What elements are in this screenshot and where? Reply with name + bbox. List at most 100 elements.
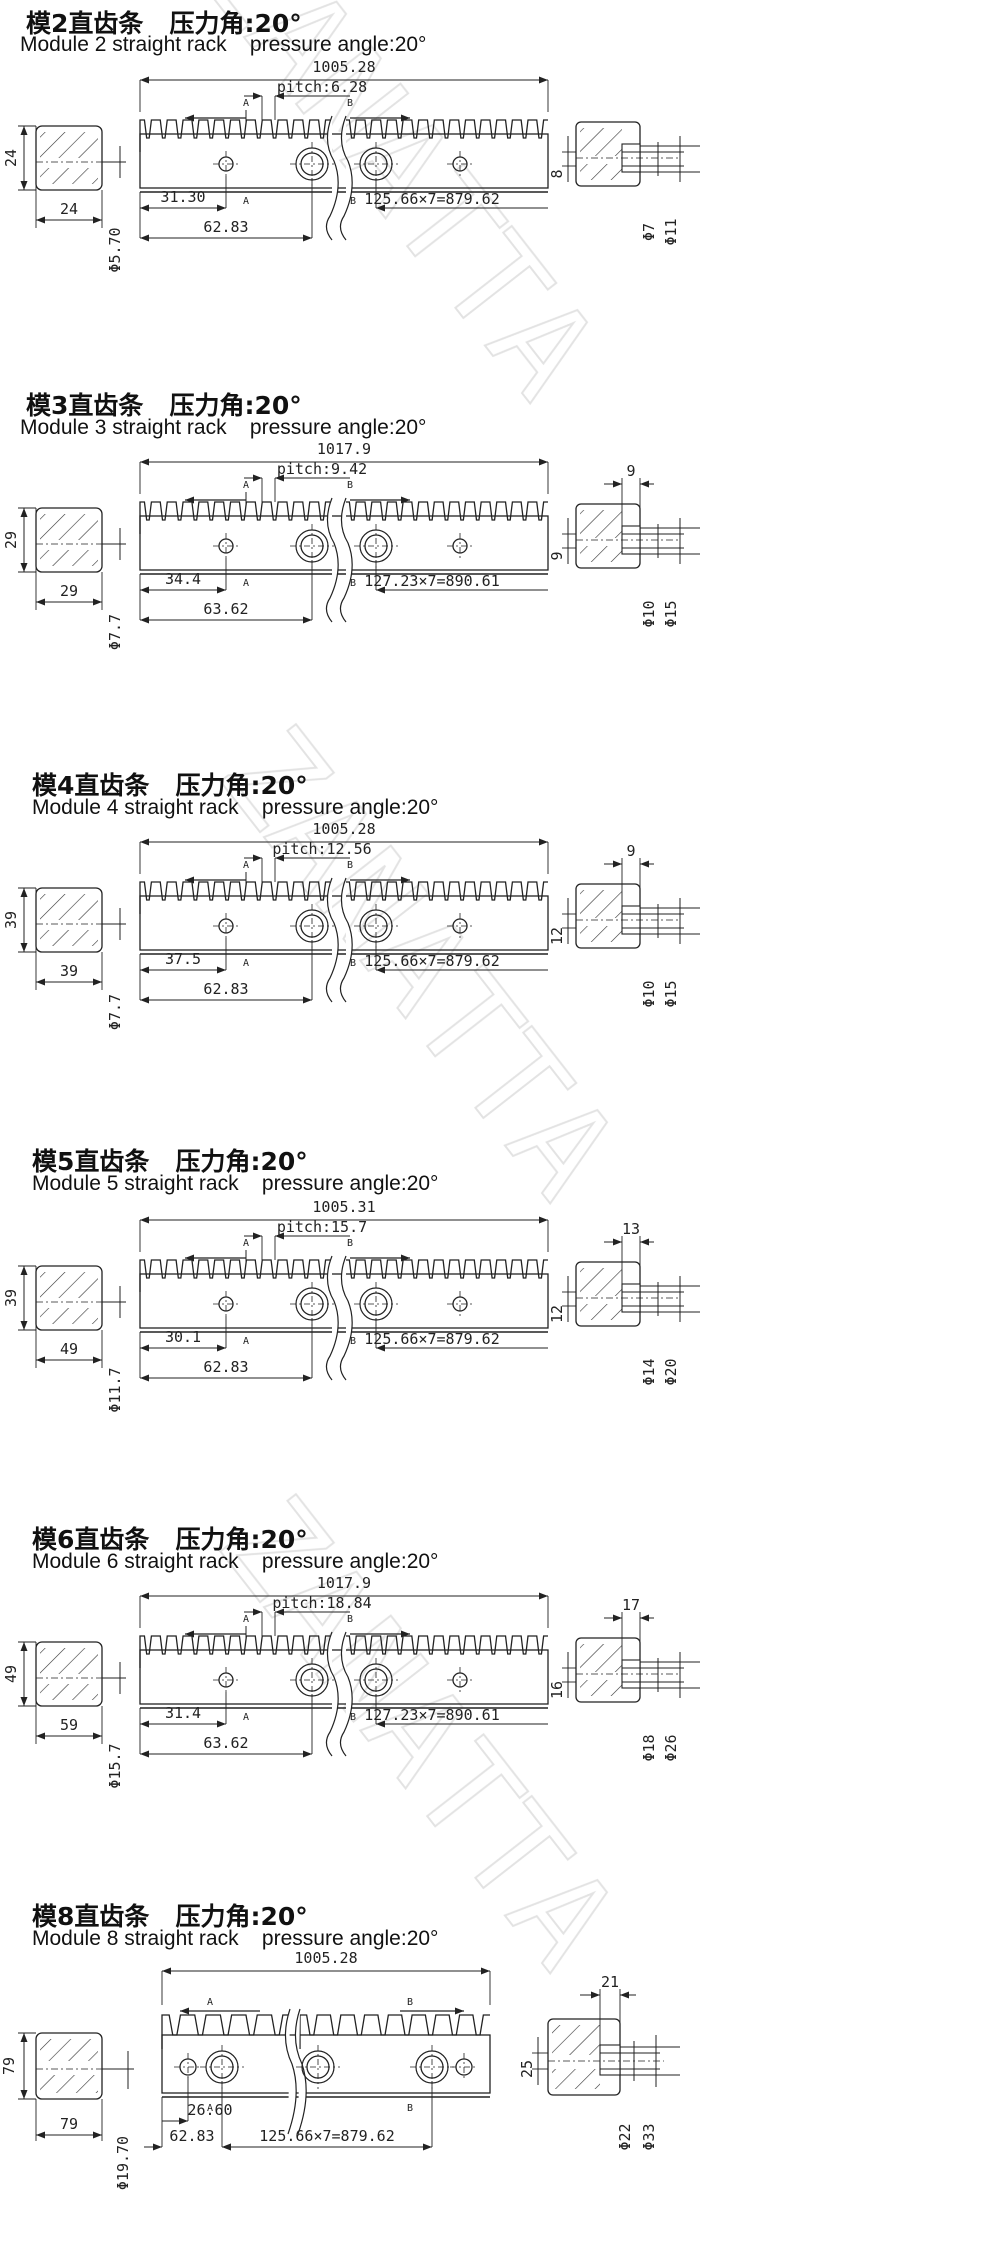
dimension-label: pitch:15.7	[277, 1218, 367, 1236]
section-title-cn: 模6直齿条 压力角:20°	[32, 1525, 308, 1554]
hatch-fill	[580, 510, 622, 538]
dimension-arrow	[539, 76, 548, 84]
dimension-label: 1005.28	[312, 820, 375, 838]
dimension-arrow	[20, 181, 28, 190]
section-profile	[35, 2032, 103, 2100]
dimension-label: B	[407, 2103, 413, 2114]
dimension-label: pitch:12.56	[272, 840, 371, 858]
break-line	[325, 1255, 339, 1381]
dimension-arrow	[20, 943, 28, 952]
hatch-fill	[552, 2025, 600, 2055]
dimension-arrow	[401, 496, 410, 504]
dimension-arrow	[217, 966, 226, 974]
hatch-fill	[40, 550, 98, 566]
dimension-arrow	[275, 1232, 284, 1240]
section-title-cn: 模5直齿条 压力角:20°	[32, 1147, 308, 1176]
section-title-cn: 模3直齿条 压力角:20°	[26, 391, 302, 420]
dimension-arrow	[539, 458, 548, 466]
dimension-arrow	[376, 1720, 385, 1728]
dimension-arrow	[140, 458, 149, 466]
dimension-label: 30.1	[165, 1328, 201, 1346]
dimension-arrow	[140, 204, 149, 212]
break-line	[339, 1631, 353, 1757]
dimension-label: A	[207, 1997, 213, 2008]
dimension-arrow	[140, 1720, 149, 1728]
dimension-label: 25	[518, 2060, 536, 2078]
dimension-arrow	[640, 860, 649, 868]
rack-teeth	[344, 1635, 548, 1668]
hatch-fill	[40, 894, 98, 920]
dimension-arrow	[620, 1991, 629, 1999]
dimension-label: Φ7.7	[106, 614, 124, 650]
dimension-label: 26.60	[187, 2101, 232, 2119]
dimension-arrow	[613, 1614, 622, 1622]
dimension-label: 13	[622, 1220, 640, 1238]
dimension-label: 37.5	[165, 950, 201, 968]
dimension-label: A	[243, 1336, 249, 1347]
dimension-label: Φ10	[640, 600, 658, 627]
dimension-arrow	[217, 1720, 226, 1728]
break-line	[294, 2008, 307, 2135]
dimension-arrow	[376, 1344, 385, 1352]
dimension-arrow	[253, 854, 262, 862]
break-line	[325, 115, 339, 241]
dimension-arrow	[93, 978, 102, 986]
dimension-arrow	[275, 1608, 284, 1616]
dimension-label: 21	[601, 1973, 619, 1991]
dimension-arrow	[253, 92, 262, 100]
dimension-label: 17	[622, 1596, 640, 1614]
dimension-arrow	[423, 2143, 432, 2151]
dimension-label: Φ11	[662, 218, 680, 245]
dimension-label: Φ33	[640, 2123, 658, 2150]
rack-teeth	[344, 119, 548, 152]
dimension-label: 1017.9	[317, 440, 371, 458]
dimension-arrow	[36, 1732, 45, 1740]
dimension-arrow	[613, 1238, 622, 1246]
dimension-arrow	[20, 888, 28, 897]
dimension-label: 125.66×7=879.62	[364, 952, 499, 970]
rack-teeth	[344, 881, 548, 914]
dimension-label: 1005.28	[294, 1951, 357, 1967]
hatch-fill	[580, 1304, 622, 1320]
dimension-arrow	[481, 1967, 490, 1975]
dimension-arrow	[275, 854, 284, 862]
dimension-label: Φ15.7	[106, 1743, 124, 1788]
dimension-label: Φ5.70	[106, 227, 124, 272]
dimension-arrow	[253, 474, 262, 482]
dimension-arrow	[36, 1356, 45, 1364]
hatch-fill	[580, 128, 622, 156]
dimension-arrow	[93, 1356, 102, 1364]
dimension-arrow	[140, 1592, 149, 1600]
counterbore	[599, 2044, 621, 2076]
hatch-fill	[552, 2069, 600, 2089]
dimension-arrow	[613, 480, 622, 488]
dimension-label: 8	[548, 169, 566, 178]
dimension-label: 9	[626, 842, 635, 860]
dimension-arrow	[140, 966, 149, 974]
dimension-arrow	[253, 1232, 262, 1240]
dimension-label: A	[243, 1712, 249, 1723]
dimension-arrow	[20, 1697, 28, 1706]
dimension-arrow	[180, 2007, 189, 2015]
dimension-label: B	[347, 860, 353, 871]
dimension-arrow	[217, 204, 226, 212]
dimension-arrow	[20, 126, 28, 135]
dimension-arrow	[20, 1266, 28, 1275]
hatch-fill	[580, 164, 622, 180]
dimension-label: Φ7.7	[106, 994, 124, 1030]
break-line	[339, 877, 353, 1003]
hatch-fill	[580, 926, 622, 942]
dimension-arrow	[140, 838, 149, 846]
dimension-arrow	[303, 1750, 312, 1758]
dimension-arrow	[140, 1750, 149, 1758]
dimension-label: 24	[2, 149, 20, 167]
dimension-arrow	[140, 586, 149, 594]
break-line	[284, 2008, 297, 2135]
dimension-arrow	[376, 966, 385, 974]
hatch-fill	[40, 1308, 98, 1324]
dimension-label: 24	[60, 200, 78, 218]
dimension-arrow	[401, 114, 410, 122]
dimension-arrow	[376, 586, 385, 594]
